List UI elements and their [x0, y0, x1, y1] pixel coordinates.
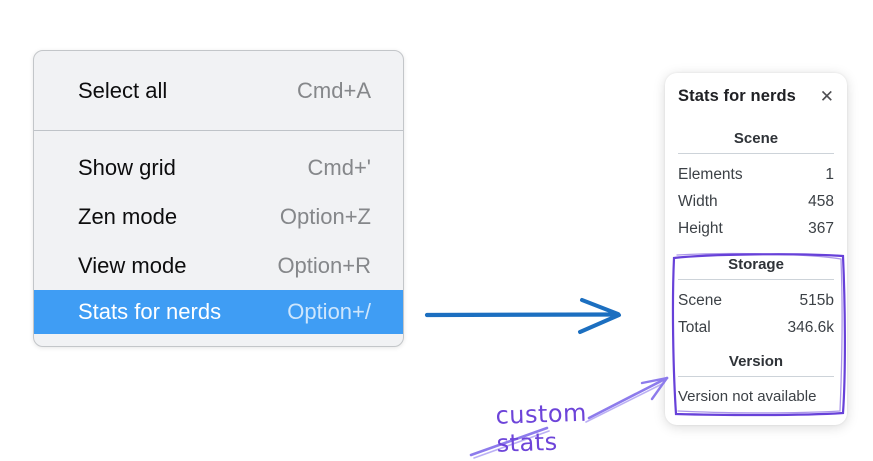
stat-label: Height [678, 220, 723, 237]
stat-value: 367 [808, 220, 834, 237]
stat-value: 1 [825, 166, 834, 183]
stats-section-version: Version Version not available [678, 353, 834, 410]
stat-label: Elements [678, 166, 743, 183]
custom-stats-label: custom stats [495, 398, 588, 458]
menu-item-select-all[interactable]: Select all Cmd+A [34, 64, 403, 118]
section-heading: Scene [733, 130, 779, 147]
section-divider [678, 279, 834, 280]
menu-item-label: Select all [78, 78, 168, 103]
menu-item-shortcut: Cmd+A [297, 78, 371, 103]
menu-item-zen-mode[interactable]: Zen mode Option+Z [34, 192, 403, 241]
stat-row-elements: Elements 1 [678, 161, 834, 188]
menu-item-label: Stats for nerds [78, 299, 222, 324]
stat-label: Scene [678, 292, 722, 309]
section-divider [678, 376, 834, 377]
menu-item-show-grid[interactable]: Show grid Cmd+' [34, 143, 403, 192]
arrow-to-panel-icon [424, 298, 621, 334]
stat-value: 515b [799, 292, 834, 309]
stat-row-scene-size: Scene 515b [678, 287, 834, 314]
context-menu: Select all Cmd+A Show grid Cmd+' Zen mod… [33, 50, 404, 347]
menu-item-label: Zen mode [78, 203, 178, 229]
stat-row-width: Width 458 [678, 188, 834, 215]
menu-item-view-mode[interactable]: View mode Option+R [34, 241, 403, 290]
stats-panel: Stats for nerds ✕ Scene Elements 1 Width… [665, 73, 847, 425]
stats-section-storage: Storage Scene 515b Total 346.6k [678, 256, 834, 341]
stats-panel-header: Stats for nerds ✕ [678, 87, 834, 106]
section-heading: Version [728, 353, 784, 370]
menu-item-stats-for-nerds[interactable]: Stats for nerds Option+/ [34, 290, 403, 334]
stat-value: 346.6k [787, 319, 834, 336]
section-divider [678, 153, 834, 154]
stat-label: Total [678, 319, 711, 336]
menu-divider [34, 130, 403, 131]
section-heading: Storage [728, 256, 784, 273]
menu-item-shortcut: Option+R [277, 252, 371, 278]
version-note: Version not available [678, 388, 817, 405]
menu-item-shortcut: Option+/ [287, 299, 371, 324]
menu-item-shortcut: Cmd+' [307, 154, 372, 180]
stat-row-total-size: Total 346.6k [678, 314, 834, 341]
menu-item-label: View mode [78, 252, 187, 278]
menu-item-shortcut: Option+Z [279, 203, 371, 229]
menu-item-label: Show grid [78, 154, 176, 180]
stat-row-height: Height 367 [678, 215, 834, 242]
stat-value: 458 [808, 193, 834, 210]
stats-section-scene: Scene Elements 1 Width 458 Height 367 [678, 130, 834, 242]
close-icon[interactable]: ✕ [819, 87, 834, 106]
stat-label: Width [678, 193, 718, 210]
stats-panel-title: Stats for nerds [678, 87, 796, 105]
